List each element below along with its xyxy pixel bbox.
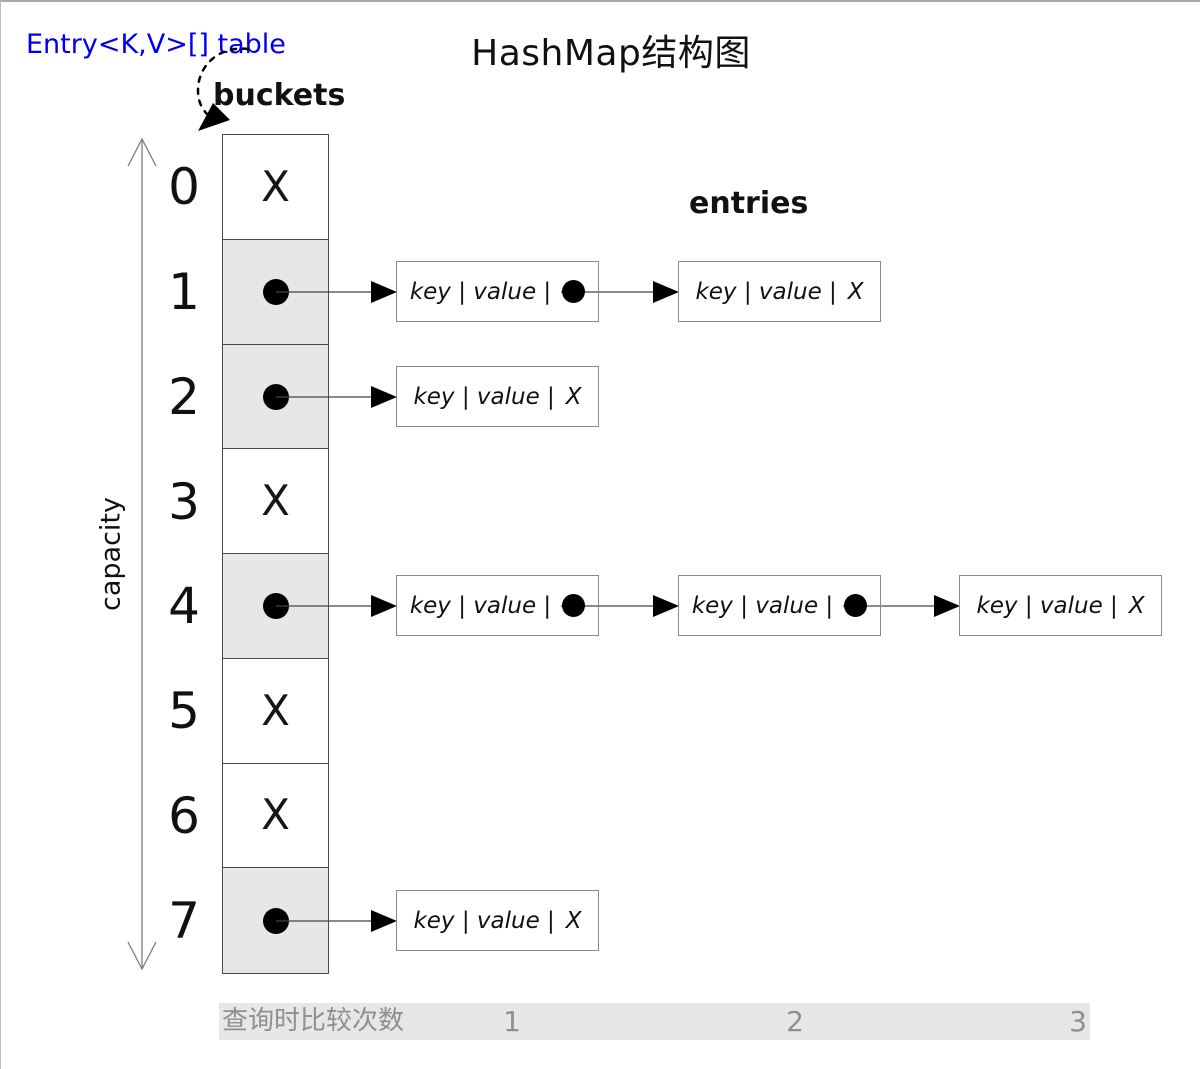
- table-pointer-arc: [196, 47, 250, 131]
- table-type-label: Entry<K,V>[] table: [26, 29, 286, 60]
- bucket-empty-marker: X: [261, 476, 290, 526]
- entries-label: entries: [689, 186, 809, 221]
- bucket4-arrows: [263, 593, 960, 619]
- entry-null-marker: X: [565, 907, 582, 934]
- entry-node-b7-0: key | value | X: [396, 890, 599, 951]
- comparison-count-3: 3: [1069, 1005, 1087, 1038]
- capacity-arrow: [127, 137, 157, 971]
- entry-null-marker: X: [847, 278, 864, 305]
- entry-node-b4-0: key | value |: [396, 575, 599, 636]
- bucket-index-2: 2: [168, 368, 200, 426]
- bucket-index-1: 1: [168, 263, 200, 321]
- page-title: HashMap结构图: [471, 33, 751, 74]
- bucket-cell-0: X: [223, 135, 328, 240]
- comparison-count-bar: 查询时比较次数 1 2 3: [219, 1003, 1090, 1040]
- entry-text: key | value |: [976, 592, 1118, 619]
- entry-null-marker: X: [565, 383, 582, 410]
- buckets-label: buckets: [213, 78, 346, 113]
- bucket-empty-marker: X: [261, 790, 290, 840]
- bucket-empty-marker: X: [261, 685, 290, 735]
- entry-text: key | value |: [413, 907, 555, 934]
- bucket-cell-5: X: [223, 658, 328, 764]
- entry-text: key | value |: [409, 278, 552, 305]
- entry-node-b1-0: key | value |: [396, 261, 599, 322]
- entry-next-pointer-dot: [562, 594, 586, 617]
- arc-arrowhead: [198, 103, 230, 131]
- bucket2-arrows: [263, 384, 397, 410]
- entry-node-b1-1: key | value | X: [678, 261, 881, 322]
- bucket-index-6: 6: [168, 787, 200, 845]
- comparison-count-label: 查询时比较次数: [222, 1006, 405, 1036]
- bucket-index-5: 5: [168, 682, 200, 740]
- bucket-cell-3: X: [223, 449, 328, 554]
- bucket-index-0: 0: [168, 158, 200, 216]
- entry-node-b4-2: key | value | X: [959, 575, 1162, 636]
- comparison-count-2: 2: [786, 1005, 804, 1038]
- entry-next-pointer-dot: [844, 594, 868, 617]
- entry-text: key | value |: [409, 592, 552, 619]
- entry-text: key | value |: [691, 592, 834, 619]
- bucket-cell-6: X: [223, 763, 328, 869]
- bucket-index-4: 4: [168, 577, 200, 635]
- entry-text: key | value |: [695, 278, 837, 305]
- entry-null-marker: X: [1128, 592, 1145, 619]
- bucket7-arrows: [263, 908, 397, 934]
- entry-node-b2-0: key | value | X: [396, 366, 599, 427]
- bucket-index-3: 3: [168, 473, 200, 531]
- entry-text: key | value |: [413, 383, 555, 410]
- bucket-empty-marker: X: [261, 161, 290, 211]
- entry-node-b4-1: key | value |: [678, 575, 881, 636]
- entry-next-pointer-dot: [562, 280, 586, 303]
- bucket-index-7: 7: [168, 892, 200, 950]
- comparison-count-1: 1: [503, 1005, 521, 1038]
